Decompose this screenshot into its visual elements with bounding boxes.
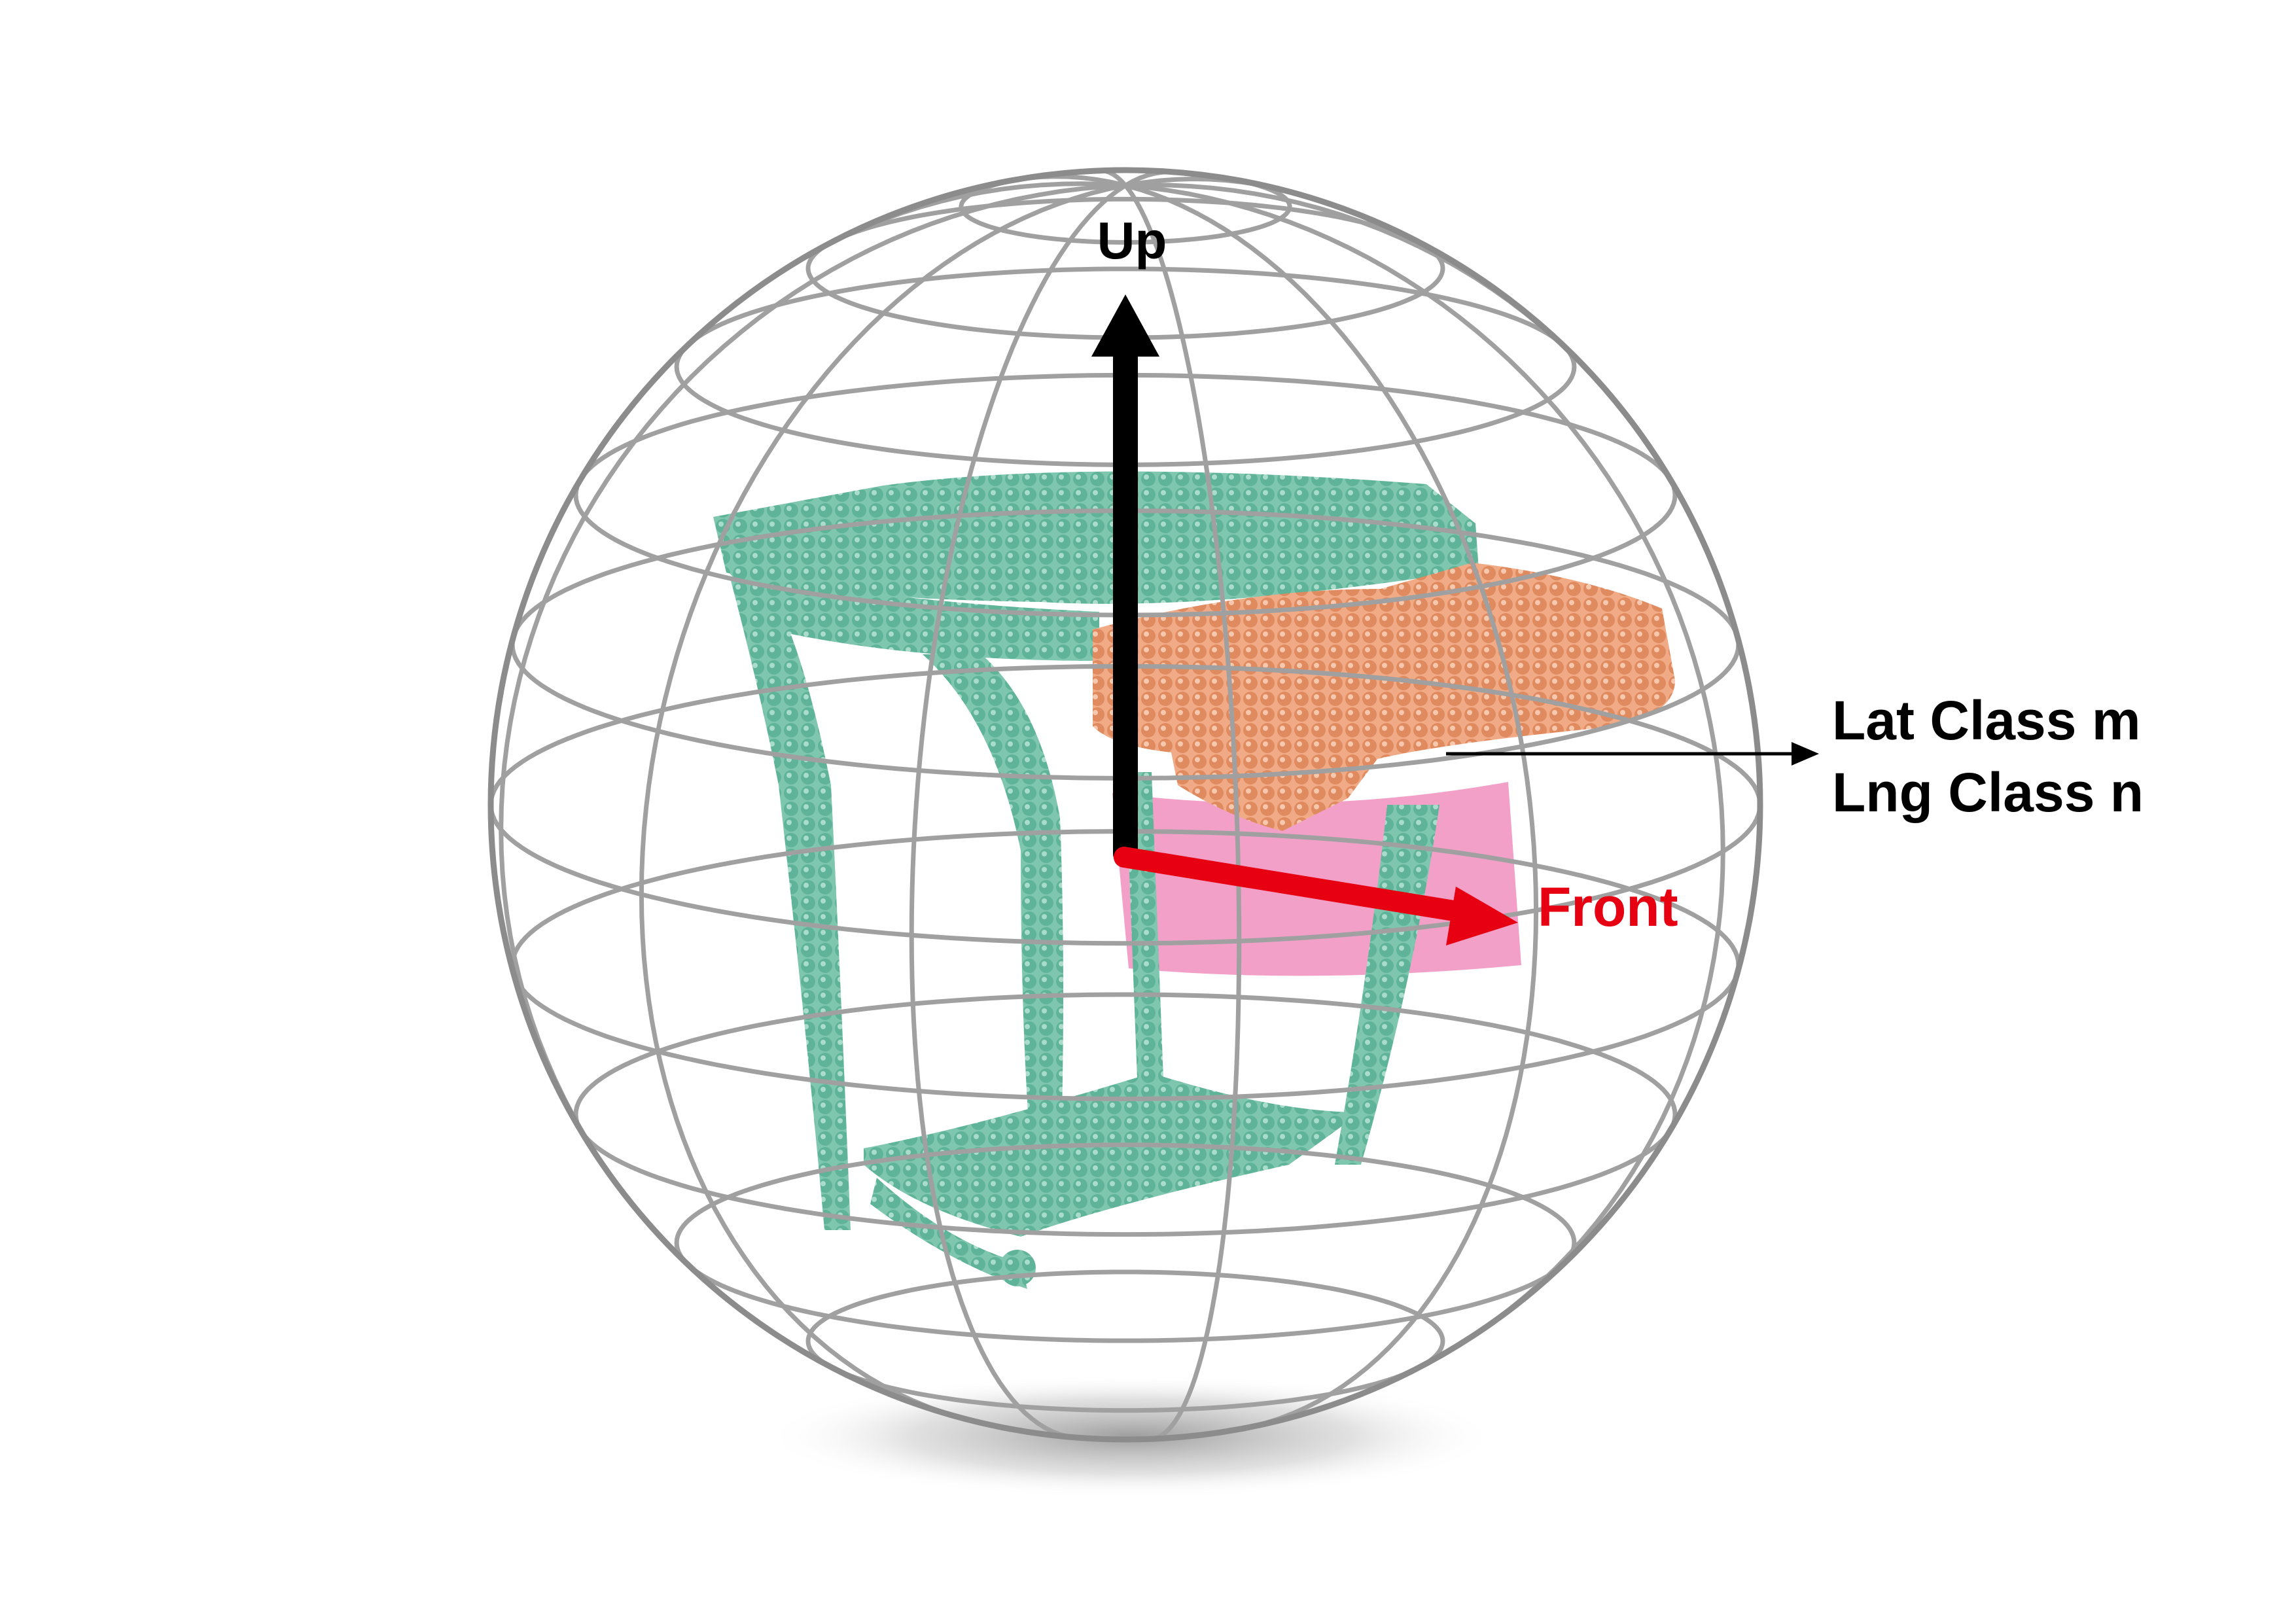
leader-arrow — [1446, 742, 1819, 766]
longitude-meridian — [1125, 183, 1725, 1357]
latitude-ring — [573, 992, 1678, 1237]
longitude-meridian — [639, 183, 1126, 1424]
drawer-point-cloud — [1093, 563, 1675, 831]
latitude-ring — [805, 196, 1445, 340]
up-axis-arrow — [1091, 294, 1159, 866]
up-label: Up — [1097, 211, 1167, 270]
latitude-ring — [674, 1142, 1577, 1343]
longitude-meridian — [909, 183, 1127, 1440]
ground-shadow — [766, 1374, 1498, 1498]
longitude-meridian — [1125, 183, 1539, 1432]
front-label: Front — [1538, 876, 1678, 938]
table-point-cloud — [713, 471, 1479, 1289]
latitude-ring — [674, 266, 1577, 467]
lat-class-label: Lat Class m — [1832, 690, 2141, 751]
lng-class-label: Lng Class n — [1832, 762, 2144, 823]
front-axis-arrow — [1114, 847, 1518, 945]
sphere-outline — [487, 167, 1763, 1443]
sphere-wireframe — [487, 167, 1763, 1443]
